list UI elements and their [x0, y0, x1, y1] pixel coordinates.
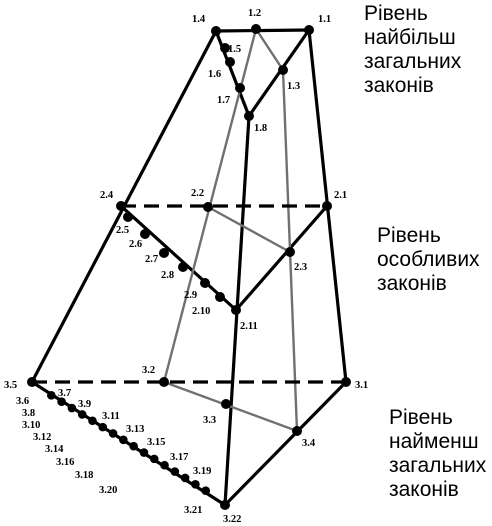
node-1-6 [225, 57, 235, 67]
node-label-3-6: 3.6 [16, 396, 29, 407]
level-label-middle: Рівень особливих законів [377, 224, 480, 295]
node-3-4 [292, 426, 302, 436]
node-label-3-7: 3.7 [58, 388, 71, 399]
node-1-4 [211, 26, 221, 36]
node-3-11 [98, 422, 108, 432]
node-label-3-5: 3.5 [4, 380, 17, 391]
node-label-3-13: 3.13 [126, 424, 144, 435]
node-label-3-15: 3.15 [147, 437, 165, 448]
node-2-6 [140, 229, 150, 239]
node-label-2-6: 2.6 [129, 239, 142, 250]
node-1-8 [244, 111, 254, 121]
node-1-5 [220, 43, 230, 53]
node-label-3-12: 3.12 [33, 432, 51, 443]
node-label-2-10: 2.10 [192, 306, 210, 317]
node-3-7 [57, 397, 66, 407]
node-2-5 [123, 212, 133, 222]
node-label-1-8: 1.8 [254, 123, 267, 134]
node-2-7 [159, 248, 169, 258]
node-label-3-20: 3.20 [99, 485, 117, 496]
node-label-2-7: 2.7 [145, 254, 158, 265]
node-3-6 [46, 391, 56, 400]
node-3-1 [341, 377, 351, 387]
node-2-3 [285, 247, 295, 257]
node-label-3-21: 3.21 [184, 505, 202, 516]
node-2-1 [322, 201, 332, 211]
node-3-13 [119, 435, 128, 445]
node-3-10 [88, 416, 97, 426]
node-3-22 [220, 500, 230, 510]
node-2-9 [200, 278, 210, 288]
node-3-19 [180, 473, 190, 483]
node-label-2-8: 2.8 [161, 270, 174, 281]
node-label-3-19: 3.19 [193, 466, 211, 477]
node-2-2 [203, 202, 213, 212]
node-3-16 [149, 454, 159, 464]
node-1-1 [304, 25, 314, 35]
node-label-2-1: 2.1 [334, 190, 347, 201]
edge-2-2-to-2-3 [207, 205, 291, 254]
node-3-9 [77, 410, 87, 419]
node-1-2 [251, 24, 261, 34]
node-label-2-9: 2.9 [184, 290, 197, 301]
node-3-5 [27, 377, 37, 387]
node-3-3 [221, 399, 231, 409]
node-label-2-4: 2.4 [100, 190, 114, 201]
node-3-20 [191, 479, 200, 489]
node-label-3-17: 3.17 [170, 452, 188, 463]
node-3-18 [170, 467, 180, 476]
node-label-1-6: 1.6 [208, 69, 221, 80]
node-label-2-3: 2.3 [294, 262, 307, 273]
node-label-1-5: 1.5 [228, 44, 241, 55]
node-3-21 [201, 486, 211, 495]
edge-1-2-to-1-3 [254, 28, 285, 71]
node-label-3-16: 3.16 [56, 457, 74, 468]
edge-2-1-to-2-11 [234, 204, 329, 312]
node-label-2-11: 2.11 [240, 321, 258, 332]
labels-layer: 1.11.21.31.41.51.61.71.82.12.22.32.42.52… [4, 8, 368, 525]
node-label-3-9: 3.9 [78, 399, 91, 410]
level-label-top: Рівень найбільш загальних законів [364, 2, 462, 97]
node-3-12 [108, 429, 118, 438]
node-label-3-10: 3.10 [22, 420, 40, 431]
node-label-2-2: 2.2 [191, 188, 204, 199]
level-label-bottom: Рівень найменш загальних законів [389, 406, 487, 501]
node-label-3-18: 3.18 [75, 470, 93, 481]
node-label-1-7: 1.7 [217, 95, 230, 106]
node-2-8 [178, 262, 188, 272]
node-label-3-11: 3.11 [102, 411, 120, 422]
node-label-3-8: 3.8 [22, 408, 35, 419]
node-3-17 [160, 460, 169, 470]
node-label-1-2: 1.2 [248, 8, 261, 19]
edge-2-4-to-2-11 [119, 204, 238, 312]
node-label-3-14: 3.14 [45, 444, 64, 455]
node-label-1-1: 1.1 [318, 14, 331, 25]
nodes-layer [27, 24, 351, 510]
node-2-11 [231, 305, 241, 315]
node-label-1-3: 1.3 [287, 81, 300, 92]
node-label-3-3: 3.3 [203, 415, 216, 426]
edge-3-1-to-3-22 [223, 380, 348, 507]
node-label-3-4: 3.4 [302, 438, 316, 449]
node-3-2 [159, 377, 169, 387]
node-3-8 [67, 403, 77, 413]
node-label-1-4: 1.4 [192, 14, 206, 25]
node-3-14 [129, 441, 138, 451]
edge-1-4-to-1-1 [215, 28, 310, 33]
node-1-3 [278, 65, 288, 75]
node-label-3-1: 3.1 [355, 380, 368, 391]
node-2-10 [215, 292, 225, 302]
edge-3-2-to-3-4 [163, 380, 298, 433]
node-label-2-5: 2.5 [116, 225, 129, 236]
node-3-15 [139, 448, 149, 457]
node-label-3-2: 3.2 [142, 365, 155, 376]
node-label-3-22: 3.22 [223, 514, 241, 525]
node-1-7 [235, 83, 245, 93]
node-2-4 [116, 201, 126, 211]
